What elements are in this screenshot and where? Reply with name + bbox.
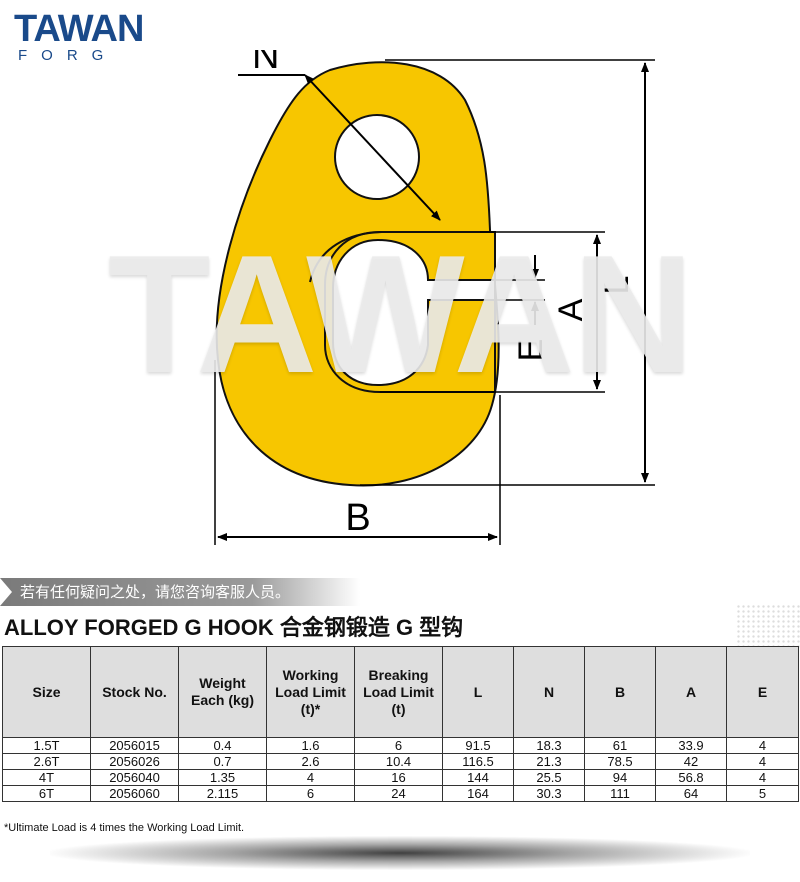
table-cell: 1.35 (178, 769, 267, 786)
table-cell: 116.5 (442, 753, 514, 770)
table-cell: 2056060 (90, 785, 179, 802)
banner-text: 若有任何疑问之处，请您咨询客服人员。 (20, 583, 291, 601)
table-cell: 144 (442, 769, 514, 786)
g-hook-diagram: N L A E B (214, 50, 655, 545)
table-cell: 1.5T (2, 737, 91, 754)
table-cell: 2056040 (90, 769, 179, 786)
table-cell: 5 (726, 785, 799, 802)
header-working-load-limit: Working Load Limit (t)* (266, 646, 355, 738)
hook-eye-hole (334, 114, 420, 200)
table-row: 1.5T 2056015 0.4 1.6 6 91.5 18.3 61 33.9… (2, 737, 799, 754)
decorative-shadow (50, 836, 750, 870)
table-cell: 42 (655, 753, 727, 770)
tawan-forg-logo: TAWAN FORG (14, 8, 162, 64)
table-cell: 21.3 (513, 753, 585, 770)
table-cell: 91.5 (442, 737, 514, 754)
table-cell: 2056015 (90, 737, 179, 754)
label-b: B (345, 497, 370, 539)
table-cell: 78.5 (584, 753, 656, 770)
hook-arc (309, 231, 386, 283)
label-n: N (252, 50, 279, 77)
decorative-dot-pattern (736, 604, 800, 648)
table-cell: 18.3 (513, 737, 585, 754)
table-cell: 2.115 (178, 785, 267, 802)
table-cell: 56.8 (655, 769, 727, 786)
table-cell: 4 (726, 769, 799, 786)
table-cell: 30.3 (513, 785, 585, 802)
label-e: E (512, 339, 550, 362)
logo-sub: FORG (18, 47, 118, 64)
table-cell: 111 (584, 785, 656, 802)
table-header-row: Size Stock No. Weight Each (kg) Working … (2, 646, 799, 738)
product-title: ALLOY FORGED G HOOK 合金钢锻造 G 型钩 (4, 615, 464, 640)
table-cell: 6T (2, 785, 91, 802)
table-cell: 16 (354, 769, 443, 786)
header-size: Size (2, 646, 91, 738)
table-cell: 64 (655, 785, 727, 802)
table-cell: 4 (726, 753, 799, 770)
table-cell: 4T (2, 769, 91, 786)
header-l: L (442, 646, 514, 738)
banner-arrow-icon (0, 578, 12, 606)
table-row: 4T 2056040 1.35 4 16 144 25.5 94 56.8 4 (2, 769, 799, 786)
table-cell: 33.9 (655, 737, 727, 754)
table-cell: 4 (266, 769, 355, 786)
n-dimension-line (304, 74, 441, 221)
table-row: 2.6T 2056026 0.7 2.6 10.4 116.5 21.3 78.… (2, 753, 799, 770)
header-breaking-load-limit: Breaking Load Limit (t) (354, 646, 443, 738)
table-cell: 24 (354, 785, 443, 802)
table-cell: 2056026 (90, 753, 179, 770)
table-cell: 6 (354, 737, 443, 754)
table-cell: 6 (266, 785, 355, 802)
table-cell: 0.4 (178, 737, 267, 754)
header-n: N (513, 646, 585, 738)
header-a: A (655, 646, 727, 738)
header-e: E (726, 646, 799, 738)
table-cell: 61 (584, 737, 656, 754)
table-cell: 0.7 (178, 753, 267, 770)
logo-brand: TAWAN (14, 8, 144, 50)
label-a: A (552, 298, 590, 321)
table-cell: 164 (442, 785, 514, 802)
notice-banner: 若有任何疑问之处，请您咨询客服人员。 (0, 578, 360, 606)
table-cell: 4 (726, 737, 799, 754)
table-cell: 2.6 (266, 753, 355, 770)
table-cell: 10.4 (354, 753, 443, 770)
table-row: 6T 2056060 2.115 6 24 164 30.3 111 64 5 (2, 785, 799, 802)
table-cell: 1.6 (266, 737, 355, 754)
header-b: B (584, 646, 656, 738)
label-l: L (598, 276, 636, 295)
table-cell: 2.6T (2, 753, 91, 770)
hook-slot-opening (332, 238, 496, 387)
header-weight: Weight Each (kg) (178, 646, 267, 738)
header-stock-no: Stock No. (90, 646, 179, 738)
table-cell: 94 (584, 769, 656, 786)
footnote: *Ultimate Load is 4 times the Working Lo… (4, 822, 245, 834)
spec-table: Size Stock No. Weight Each (kg) Working … (2, 646, 799, 802)
table-cell: 25.5 (513, 769, 585, 786)
